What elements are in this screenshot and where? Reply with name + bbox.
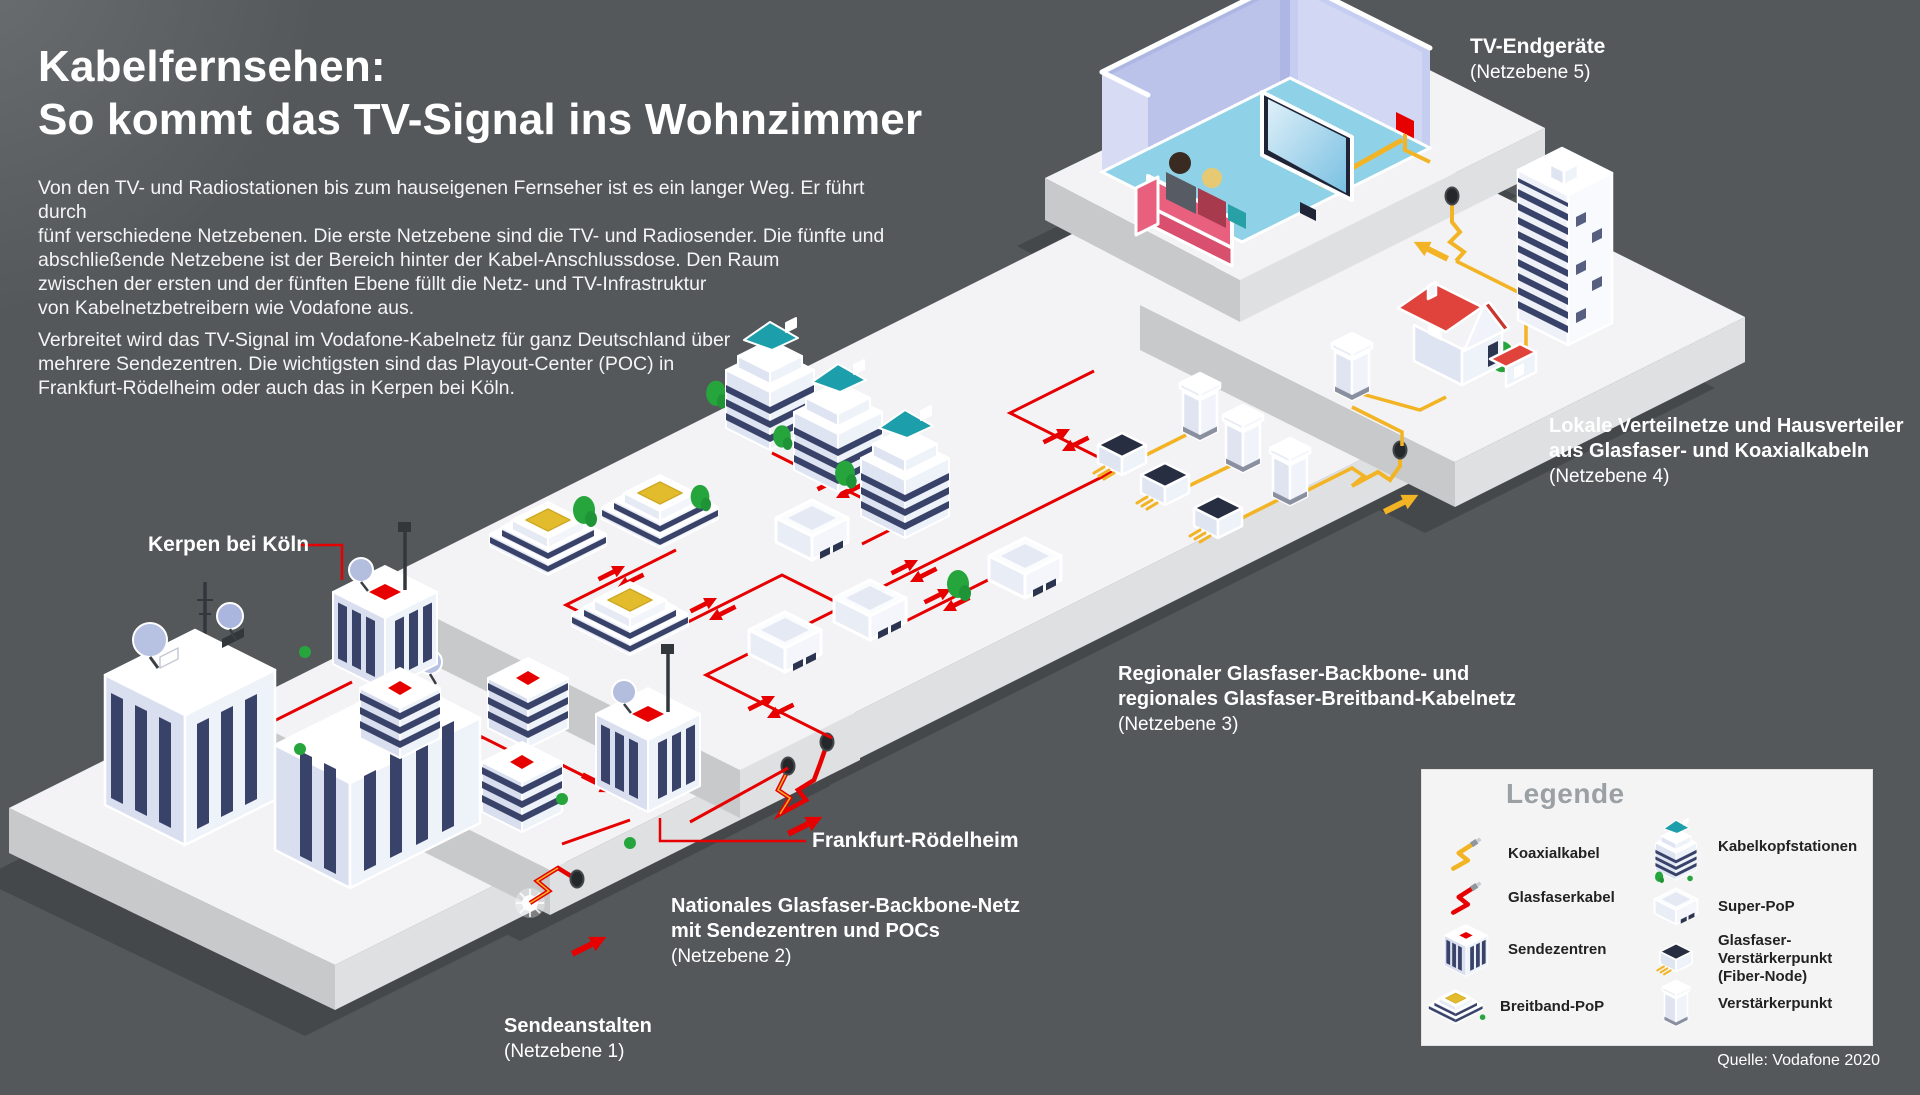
- viewer-person: [1202, 168, 1222, 188]
- label-netzebene-4: Lokale Verteilnetze und Hausverteiler au…: [1549, 415, 1904, 487]
- legend-item-breitband-pop: Breitband-PoP: [1426, 982, 1604, 1032]
- fiber-link-level1-level2: [515, 865, 610, 961]
- legend-item-super-pop: Super-PoP: [1644, 886, 1795, 928]
- verstaerkerpunkt-icon: [1644, 978, 1708, 1030]
- intro-paragraph: Von den TV- und Radiostationen bis zum h…: [38, 177, 885, 319]
- super-pop-icon: [1644, 886, 1708, 928]
- fiber-link-level2-level3: [773, 732, 835, 841]
- sendezentrum-building: [481, 741, 563, 833]
- label-netzebene-3: Regionaler Glasfaser-Backbone- und regio…: [1118, 663, 1516, 735]
- legend-item-verstaerkerpunkt: Verstärkerpunkt: [1644, 978, 1832, 1030]
- legend-item-glasfaserkabel: Glasfaserkabel: [1434, 878, 1615, 918]
- verstaerkerpunkt-cabinet: [1268, 436, 1312, 507]
- apartment-tower: [1516, 146, 1614, 347]
- sendezentrum-building: [359, 667, 441, 759]
- label-netzebene-5: TV-Endgeräte (Netzebene 5): [1470, 35, 1606, 83]
- viewer-person: [1169, 152, 1191, 174]
- coax-link-level4-level5: [1410, 186, 1467, 266]
- tv-living-room: [1098, 0, 1434, 268]
- koaxialkabel-icon: [1434, 834, 1498, 874]
- legend-box: Legende Koaxialkabel Glasfaserkabel Send…: [1421, 769, 1873, 1046]
- title-line-1: Kabelfernsehen:: [38, 42, 386, 91]
- legend-item-fiber-node: Glasfaser-Verstärkerpunkt (Fiber-Node): [1644, 932, 1872, 986]
- distribution-paragraph: Verbreitet wird das TV-Signal im Vodafon…: [38, 329, 731, 399]
- glasfaserkabel-icon: [1434, 878, 1498, 918]
- fiber-node-icon: [1644, 941, 1708, 977]
- sendezentren-icon: [1434, 922, 1498, 978]
- page-title: Kabelfernsehen: So kommt das TV-Signal i…: [38, 40, 922, 146]
- source-credit: Quelle: Vodafone 2020: [1717, 1052, 1880, 1069]
- label-leader-lines: [298, 543, 806, 843]
- legend-item-koaxialkabel: Koaxialkabel: [1434, 834, 1600, 874]
- verstaerkerpunkt-cabinet: [1221, 403, 1265, 474]
- label-netzebene-2: Nationales Glasfaser-Backbone-Netz mit S…: [671, 895, 1021, 967]
- verstaerkerpunkt-cabinet: [1330, 331, 1374, 402]
- sofa-with-viewers: [1134, 152, 1246, 268]
- breitband-pop-icon: [1426, 982, 1490, 1032]
- page-header: Kabelfernsehen: So kommt das TV-Signal i…: [38, 40, 922, 146]
- legend-item-kabelkopfstationen: Kabelkopfstationen: [1644, 810, 1857, 884]
- title-line-2: So kommt das TV-Signal ins Wohnzimmer: [38, 95, 923, 144]
- tv-screen: [1260, 90, 1354, 221]
- sendezentrum-building: [487, 657, 569, 749]
- label-kerpen: Kerpen bei Köln: [148, 533, 310, 556]
- label-frankfurt: Frankfurt-Rödelheim: [812, 829, 1019, 852]
- verstaerkerpunkt-cabinet: [1178, 371, 1222, 442]
- kabelkopfstationen-icon: [1644, 810, 1708, 884]
- legend-title: Legende: [1506, 778, 1625, 809]
- legend-item-sendezentren: Sendezentren: [1434, 922, 1606, 978]
- sendezentrum-kerpen: [332, 520, 438, 691]
- label-netzebene-1: Sendeanstalten (Netzebene 1): [504, 1015, 652, 1062]
